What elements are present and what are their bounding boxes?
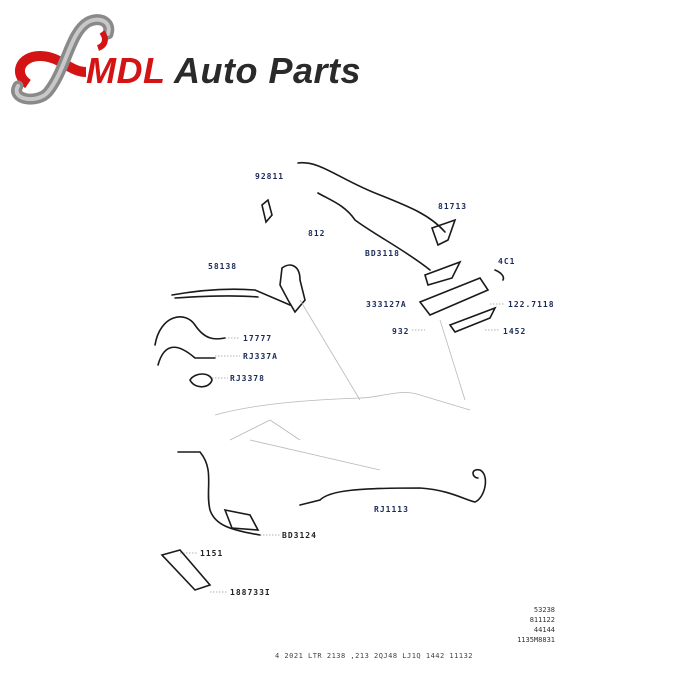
callout-label: 17777 <box>243 334 273 343</box>
leader-3 <box>249 439 381 471</box>
body-frame <box>214 392 471 416</box>
left-rod <box>171 288 291 306</box>
callout-label: BD3124 <box>282 531 317 540</box>
callout-label: 92811 <box>255 172 285 181</box>
legend-line: 811122 <box>529 616 555 624</box>
infinity-swoosh-icon <box>11 14 115 105</box>
callout-label: BD3118 <box>365 249 400 258</box>
cable-rj337a <box>157 346 216 366</box>
left-rod-2 <box>174 295 259 299</box>
callout-label: RJ337A <box>243 352 278 361</box>
upper-cable <box>297 161 446 233</box>
clip-rj3378 <box>189 373 213 388</box>
release-lever <box>448 306 497 333</box>
diagram-footer: 4 2021 LTR 2138 ,213 2QJ48 LJ1Q 1442 111… <box>275 652 474 660</box>
callout-label: 58138 <box>208 262 238 271</box>
upper-cable-2 <box>317 192 431 271</box>
diagram-legend: 53238 811122 44144 1135M8831 <box>505 605 555 645</box>
latch-bracket <box>279 264 306 314</box>
callout-label: RJ1113 <box>374 505 409 514</box>
callout-label: 81713 <box>438 202 468 211</box>
callout-label: 1452 <box>503 327 527 336</box>
latch-small <box>261 198 273 224</box>
callout-label: 122.7118 <box>508 300 555 309</box>
clip-4c1 <box>494 269 505 281</box>
cable-rj1113 <box>299 468 487 506</box>
callout-label: 812 <box>308 229 326 238</box>
leader-1 <box>299 299 361 401</box>
callout-label: 932 <box>392 327 410 336</box>
callout-label: RJ3378 <box>230 374 265 383</box>
pedal-bracket <box>160 549 212 591</box>
callout-label: 1151 <box>200 549 224 558</box>
legend-line: 53238 <box>533 606 555 614</box>
release-housing <box>418 277 490 316</box>
interior-handle <box>223 508 260 531</box>
leader-2 <box>439 319 466 401</box>
brand-name: MDL Auto Parts <box>86 50 361 92</box>
brand-logo: MDL Auto Parts <box>8 12 361 112</box>
callout-label: 4C1 <box>498 257 516 266</box>
brand-mdl: MDL <box>86 50 165 91</box>
legend-line: 1135M8831 <box>517 636 555 644</box>
cable-17777 <box>154 316 226 346</box>
callout-label: 188733I <box>230 588 271 597</box>
callout-label: 333127A <box>366 300 407 309</box>
legend-line: 44144 <box>533 626 555 634</box>
handle-lower <box>424 260 462 286</box>
brand-auto-parts: Auto Parts <box>164 50 362 91</box>
lower-cable <box>177 451 261 536</box>
handle-upper <box>430 218 457 247</box>
body-frame-2 <box>229 419 301 441</box>
